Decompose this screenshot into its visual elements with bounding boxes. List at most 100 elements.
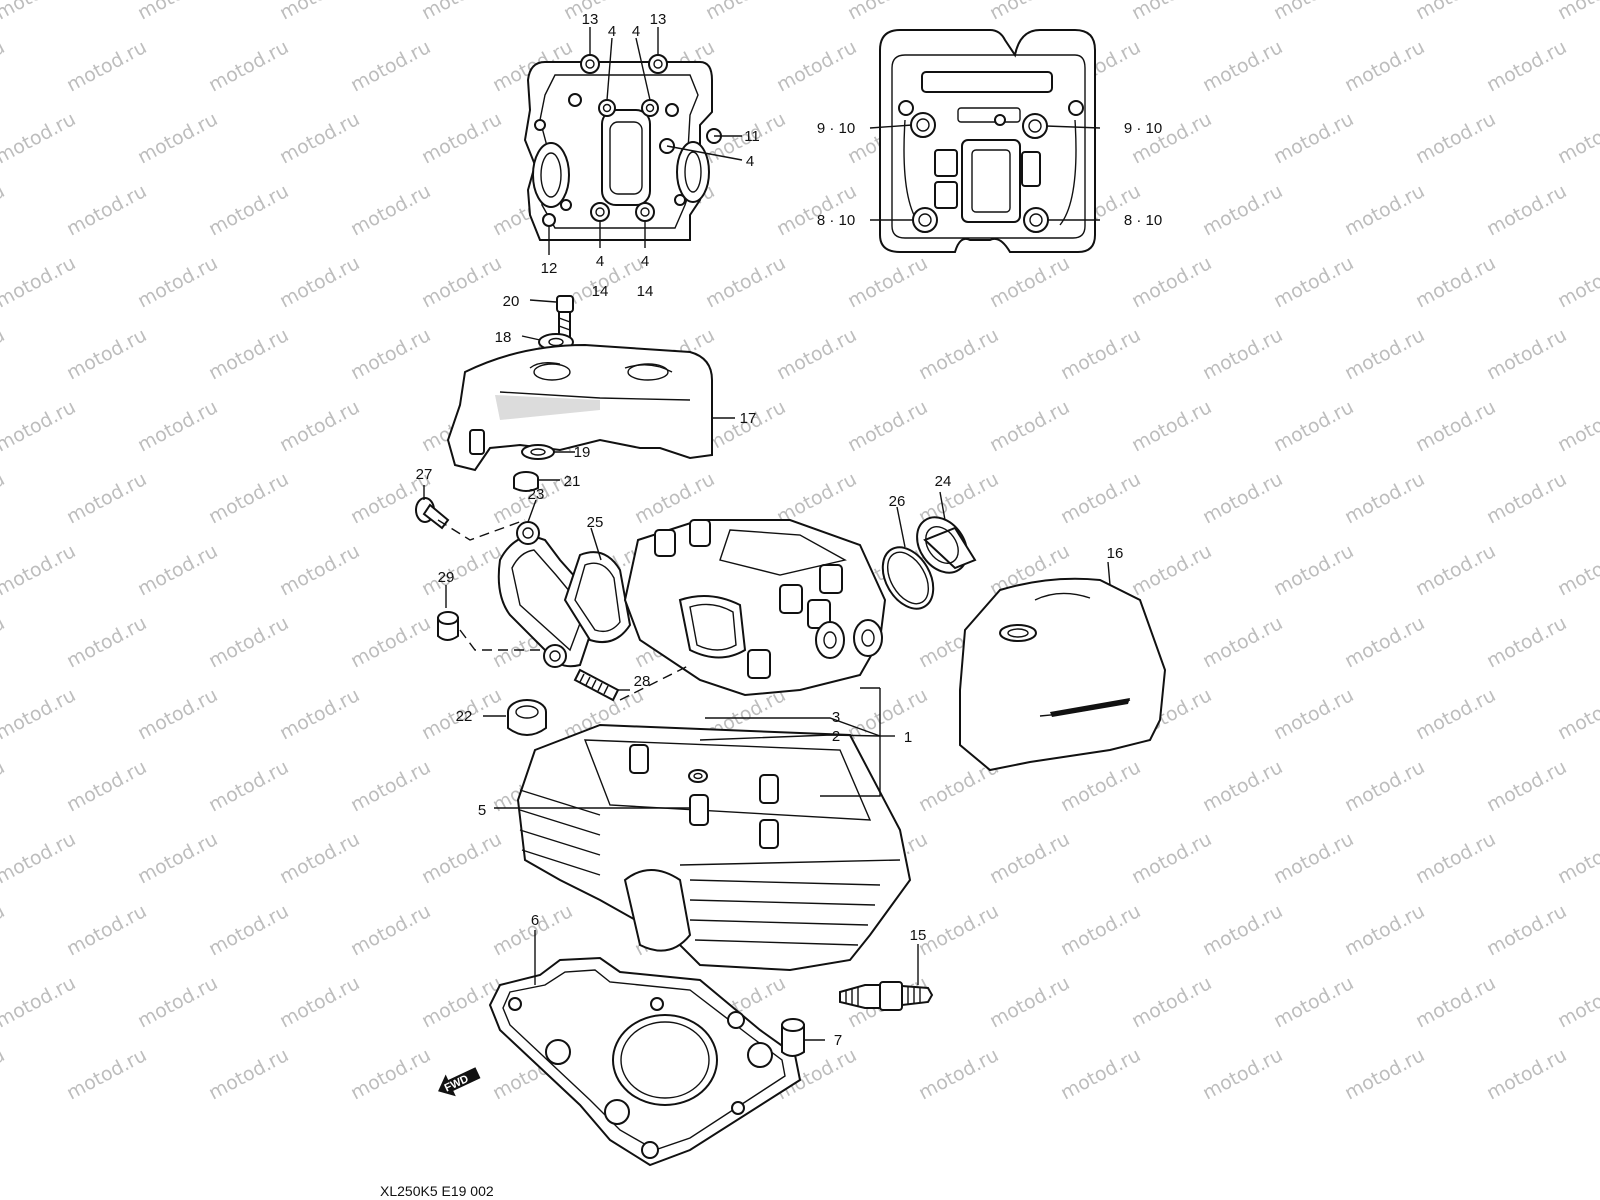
watermark-text: motod.ru (1270, 252, 1357, 312)
callout-22: 22 (456, 708, 473, 725)
watermark-text: motod.ru (1412, 684, 1499, 744)
watermark-text: motod.ru (0, 612, 8, 672)
callout-21: 21 (564, 473, 581, 490)
callout-4b: 4 (632, 23, 640, 40)
watermark-text: motod.ru (986, 828, 1073, 888)
watermark-text: motod.ru (63, 36, 150, 96)
watermark-text: motod.ru (0, 36, 8, 96)
callout-11: 11 (744, 128, 760, 145)
watermark-text: motod.ru (0, 684, 79, 744)
watermark-text: motod.ru (347, 612, 434, 672)
callout-12: 12 (541, 260, 558, 277)
watermark-text: motod.ru (1199, 612, 1286, 672)
watermark-text: motod.ru (1199, 324, 1286, 384)
watermark-text: motod.ru (986, 0, 1073, 24)
cover-16 (959, 577, 1167, 772)
callout-23: 23 (528, 486, 545, 503)
head-top-view (523, 54, 722, 241)
watermark-text: motod.ru (276, 108, 363, 168)
watermark-text: motod.ru (1554, 684, 1600, 744)
watermark-text: motod.ru (489, 900, 576, 960)
watermark-text: motod.ru (205, 468, 292, 528)
callout-13b: 13 (650, 11, 667, 28)
callout-18: 18 (495, 329, 512, 346)
watermark-text: motod.ru (1483, 468, 1570, 528)
watermark-text: motod.ru (0, 972, 79, 1032)
callout-8-10b: 8 · 10 (1124, 212, 1162, 229)
fwd-arrow: FWD (438, 1067, 481, 1097)
watermark-text: motod.ru (0, 468, 8, 528)
watermark-text: motod.ru (0, 252, 79, 312)
watermark-text: motod.ru (1412, 540, 1499, 600)
cap-29 (437, 611, 459, 641)
watermark-text: motod.ru (1341, 324, 1428, 384)
watermark-text: motod.ru (1270, 972, 1357, 1032)
watermark-text: motod.ru (276, 396, 363, 456)
watermark-text: motod.ru (702, 0, 789, 24)
watermark-text: motod.ru (0, 540, 79, 600)
watermark-text: motod.ru (1128, 0, 1215, 24)
watermark-text: motod.ru (134, 396, 221, 456)
callout-27: 27 (416, 466, 433, 483)
callout-4c: 4 (746, 153, 754, 170)
callout-1: 1 (904, 729, 912, 746)
watermark-text: motod.ru (986, 396, 1073, 456)
watermark-text: motod.ru (347, 1044, 434, 1104)
watermark-text: motod.ru (1483, 324, 1570, 384)
watermark-text: motod.ru (702, 252, 789, 312)
watermark-text: motod.ru (134, 540, 221, 600)
collar-21 (513, 471, 539, 492)
watermark-text: motod.ru (63, 1044, 150, 1104)
watermark-text: motod.ru (1128, 396, 1215, 456)
watermark-text: motod.ru (1554, 108, 1600, 168)
spark-plug-15 (839, 981, 934, 1011)
seal-22 (507, 699, 547, 736)
watermark-text: motod.ru (418, 828, 505, 888)
watermark-text: motod.ru (205, 756, 292, 816)
watermark-text: motod.ru (1554, 396, 1600, 456)
watermark-text: motod.ru (1341, 612, 1428, 672)
watermark-text: motod.ru (773, 36, 860, 96)
dowel-7 (781, 1018, 805, 1057)
watermark-text: motod.ru (0, 900, 8, 960)
watermark-text: motod.ru (1554, 972, 1600, 1032)
watermark-text: motod.ru (276, 252, 363, 312)
watermark-text: motod.ru (276, 828, 363, 888)
watermark-text: motod.ru (915, 324, 1002, 384)
watermark-text: motod.ru (915, 900, 1002, 960)
watermark-text: motod.ru (205, 1044, 292, 1104)
watermark-text: motod.ru (844, 0, 931, 24)
watermark-text: motod.ru (1199, 36, 1286, 96)
watermark-text: motod.ru (560, 0, 647, 24)
callout-labels: 13 4 4 13 11 4 12 4 14 4 14 9 · 10 9 · 1… (416, 11, 1163, 1049)
o-ring-26 (881, 546, 935, 610)
watermark-text: motod.ru (1412, 108, 1499, 168)
callout-7: 7 (834, 1032, 842, 1049)
watermark-text: motod.ru (1128, 972, 1215, 1032)
watermark-text: motod.ru (1341, 900, 1428, 960)
watermark-text: motod.ru (915, 1044, 1002, 1104)
watermark-text: motod.ru (0, 0, 79, 24)
watermark-text: motod.ru (1128, 108, 1215, 168)
watermark-text: motod.ru (347, 180, 434, 240)
callout-14a: 14 (592, 283, 609, 300)
callout-6: 6 (531, 912, 539, 929)
watermark-text: motod.ru (134, 0, 221, 24)
cylinder-head-1 (516, 723, 912, 972)
callout-4a: 4 (608, 23, 616, 40)
cam-housing (623, 519, 887, 697)
callout-4d: 4 (596, 253, 604, 270)
callout-2: 2 (832, 728, 840, 745)
watermark-text: motod.ru (1057, 468, 1144, 528)
watermark-text: motod.ru (205, 180, 292, 240)
watermark-text: motod.ru (1199, 1044, 1286, 1104)
watermark-text: motod.ru (205, 900, 292, 960)
callout-9-10a: 9 · 10 (817, 120, 855, 137)
watermark-text: motod.ru (205, 324, 292, 384)
grommet-19 (521, 444, 555, 460)
watermark-text: motod.ru (418, 0, 505, 24)
watermark-text: motod.ru (276, 0, 363, 24)
watermark-text: motod.ru (1341, 36, 1428, 96)
watermark-text: motod.ru (1270, 0, 1357, 24)
callout-15: 15 (910, 927, 927, 944)
